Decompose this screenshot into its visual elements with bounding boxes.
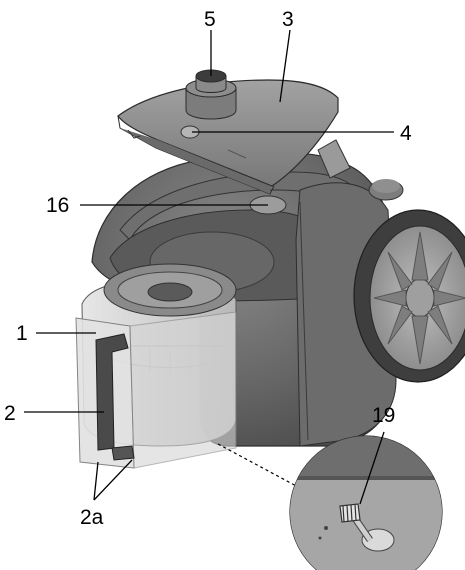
- callout-1: 1: [16, 322, 28, 345]
- callout-2a: 2a: [80, 506, 104, 529]
- callout-4: 4: [400, 122, 412, 145]
- callout-2: 2: [4, 402, 16, 425]
- container-handle: [95, 333, 135, 461]
- air-outlet-pipe: [185, 69, 237, 120]
- callout-16: 16: [46, 194, 69, 217]
- detail-connector: [217, 443, 301, 489]
- brush-icon: [339, 503, 361, 523]
- rear-wheel: [353, 209, 465, 383]
- detail-view: [289, 435, 443, 570]
- leader-lines: [24, 29, 394, 505]
- callout-5: 5: [204, 8, 216, 31]
- callout-3: 3: [282, 8, 294, 31]
- callout-19: 19: [372, 404, 395, 427]
